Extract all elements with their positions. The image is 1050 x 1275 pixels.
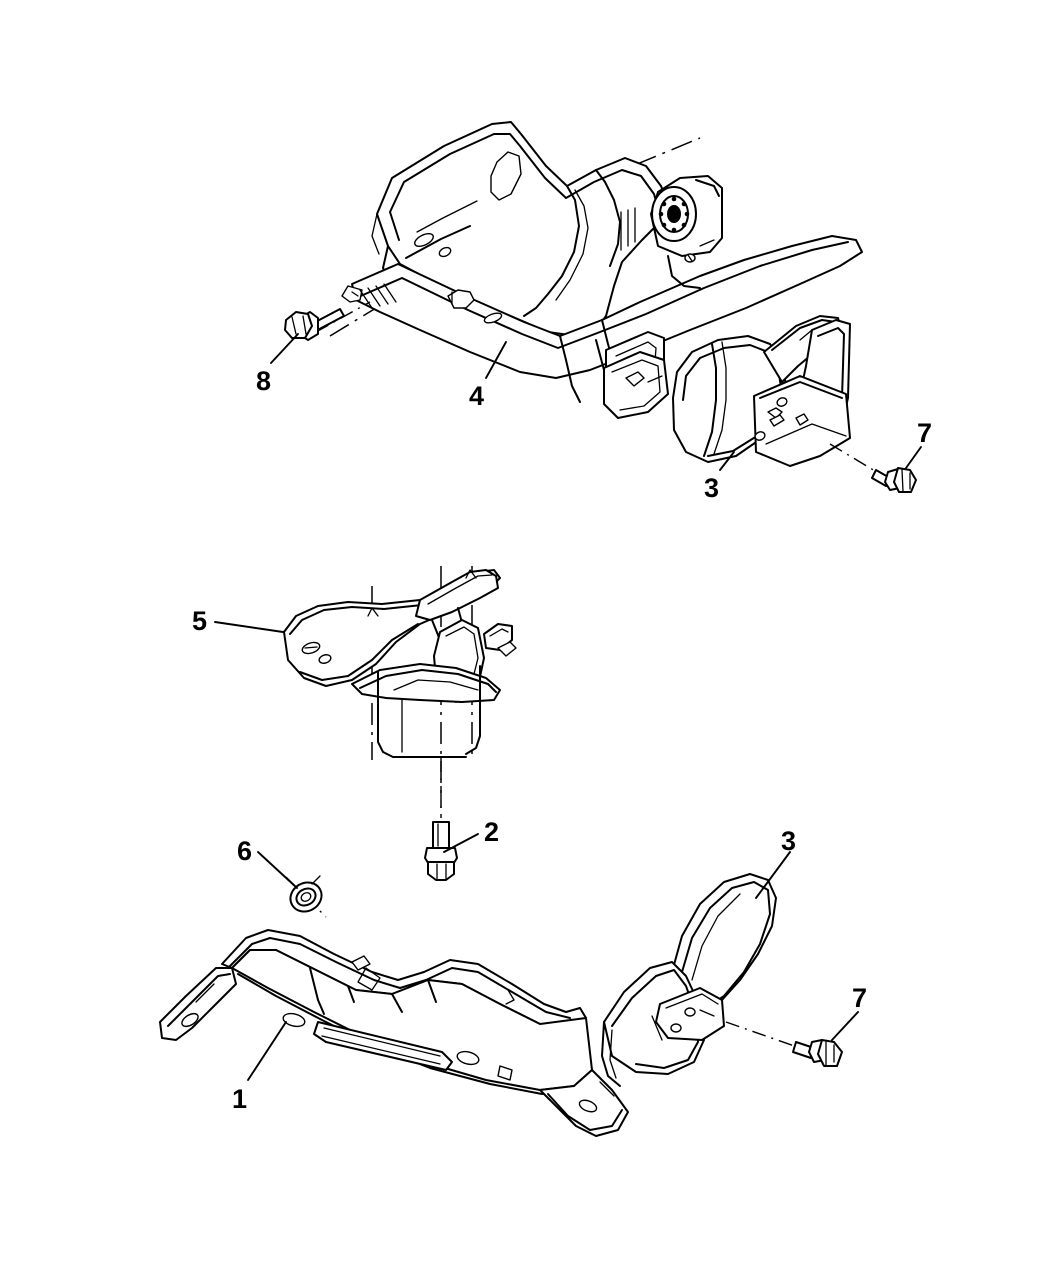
leader-2 <box>443 833 479 853</box>
leader-3-upper <box>719 451 735 471</box>
transmission-mount-bracket <box>283 569 517 703</box>
bolt-7-lower <box>725 1021 843 1067</box>
heat-shield-upper <box>672 315 851 467</box>
callout-5: 5 <box>192 606 208 636</box>
leader-1 <box>247 1021 287 1081</box>
callout-6: 6 <box>237 836 253 866</box>
middle-assembly-group <box>214 566 517 918</box>
upper-frame-segment <box>595 339 669 419</box>
lower-assembly-group <box>159 851 859 1137</box>
leader-7-lower <box>831 1011 859 1041</box>
leader-8 <box>270 333 299 364</box>
leader-7-upper <box>905 446 922 469</box>
bolt-8 <box>284 301 371 341</box>
callout-7-upper: 7 <box>917 418 933 448</box>
bolt-7-upper <box>829 443 917 493</box>
callout-3-upper: 3 <box>704 473 720 503</box>
upper-assembly-group <box>270 121 922 493</box>
callout-8: 8 <box>256 366 272 396</box>
bolt-2 <box>424 758 458 881</box>
mount-support-bracket <box>159 929 629 1137</box>
heat-shield-lower <box>601 873 777 1087</box>
mount-insulator-bushing <box>650 175 723 289</box>
leader-6 <box>257 851 298 889</box>
leader-4 <box>485 341 507 379</box>
crossmember-channel <box>377 665 481 758</box>
leader-3-lower <box>755 851 791 899</box>
callout-1: 1 <box>232 1084 248 1114</box>
callout-4: 4 <box>469 381 485 411</box>
callout-3-lower: 3 <box>781 826 797 856</box>
leader-5 <box>214 621 284 633</box>
callout-2: 2 <box>484 817 500 847</box>
callout-7-lower: 7 <box>852 983 868 1013</box>
